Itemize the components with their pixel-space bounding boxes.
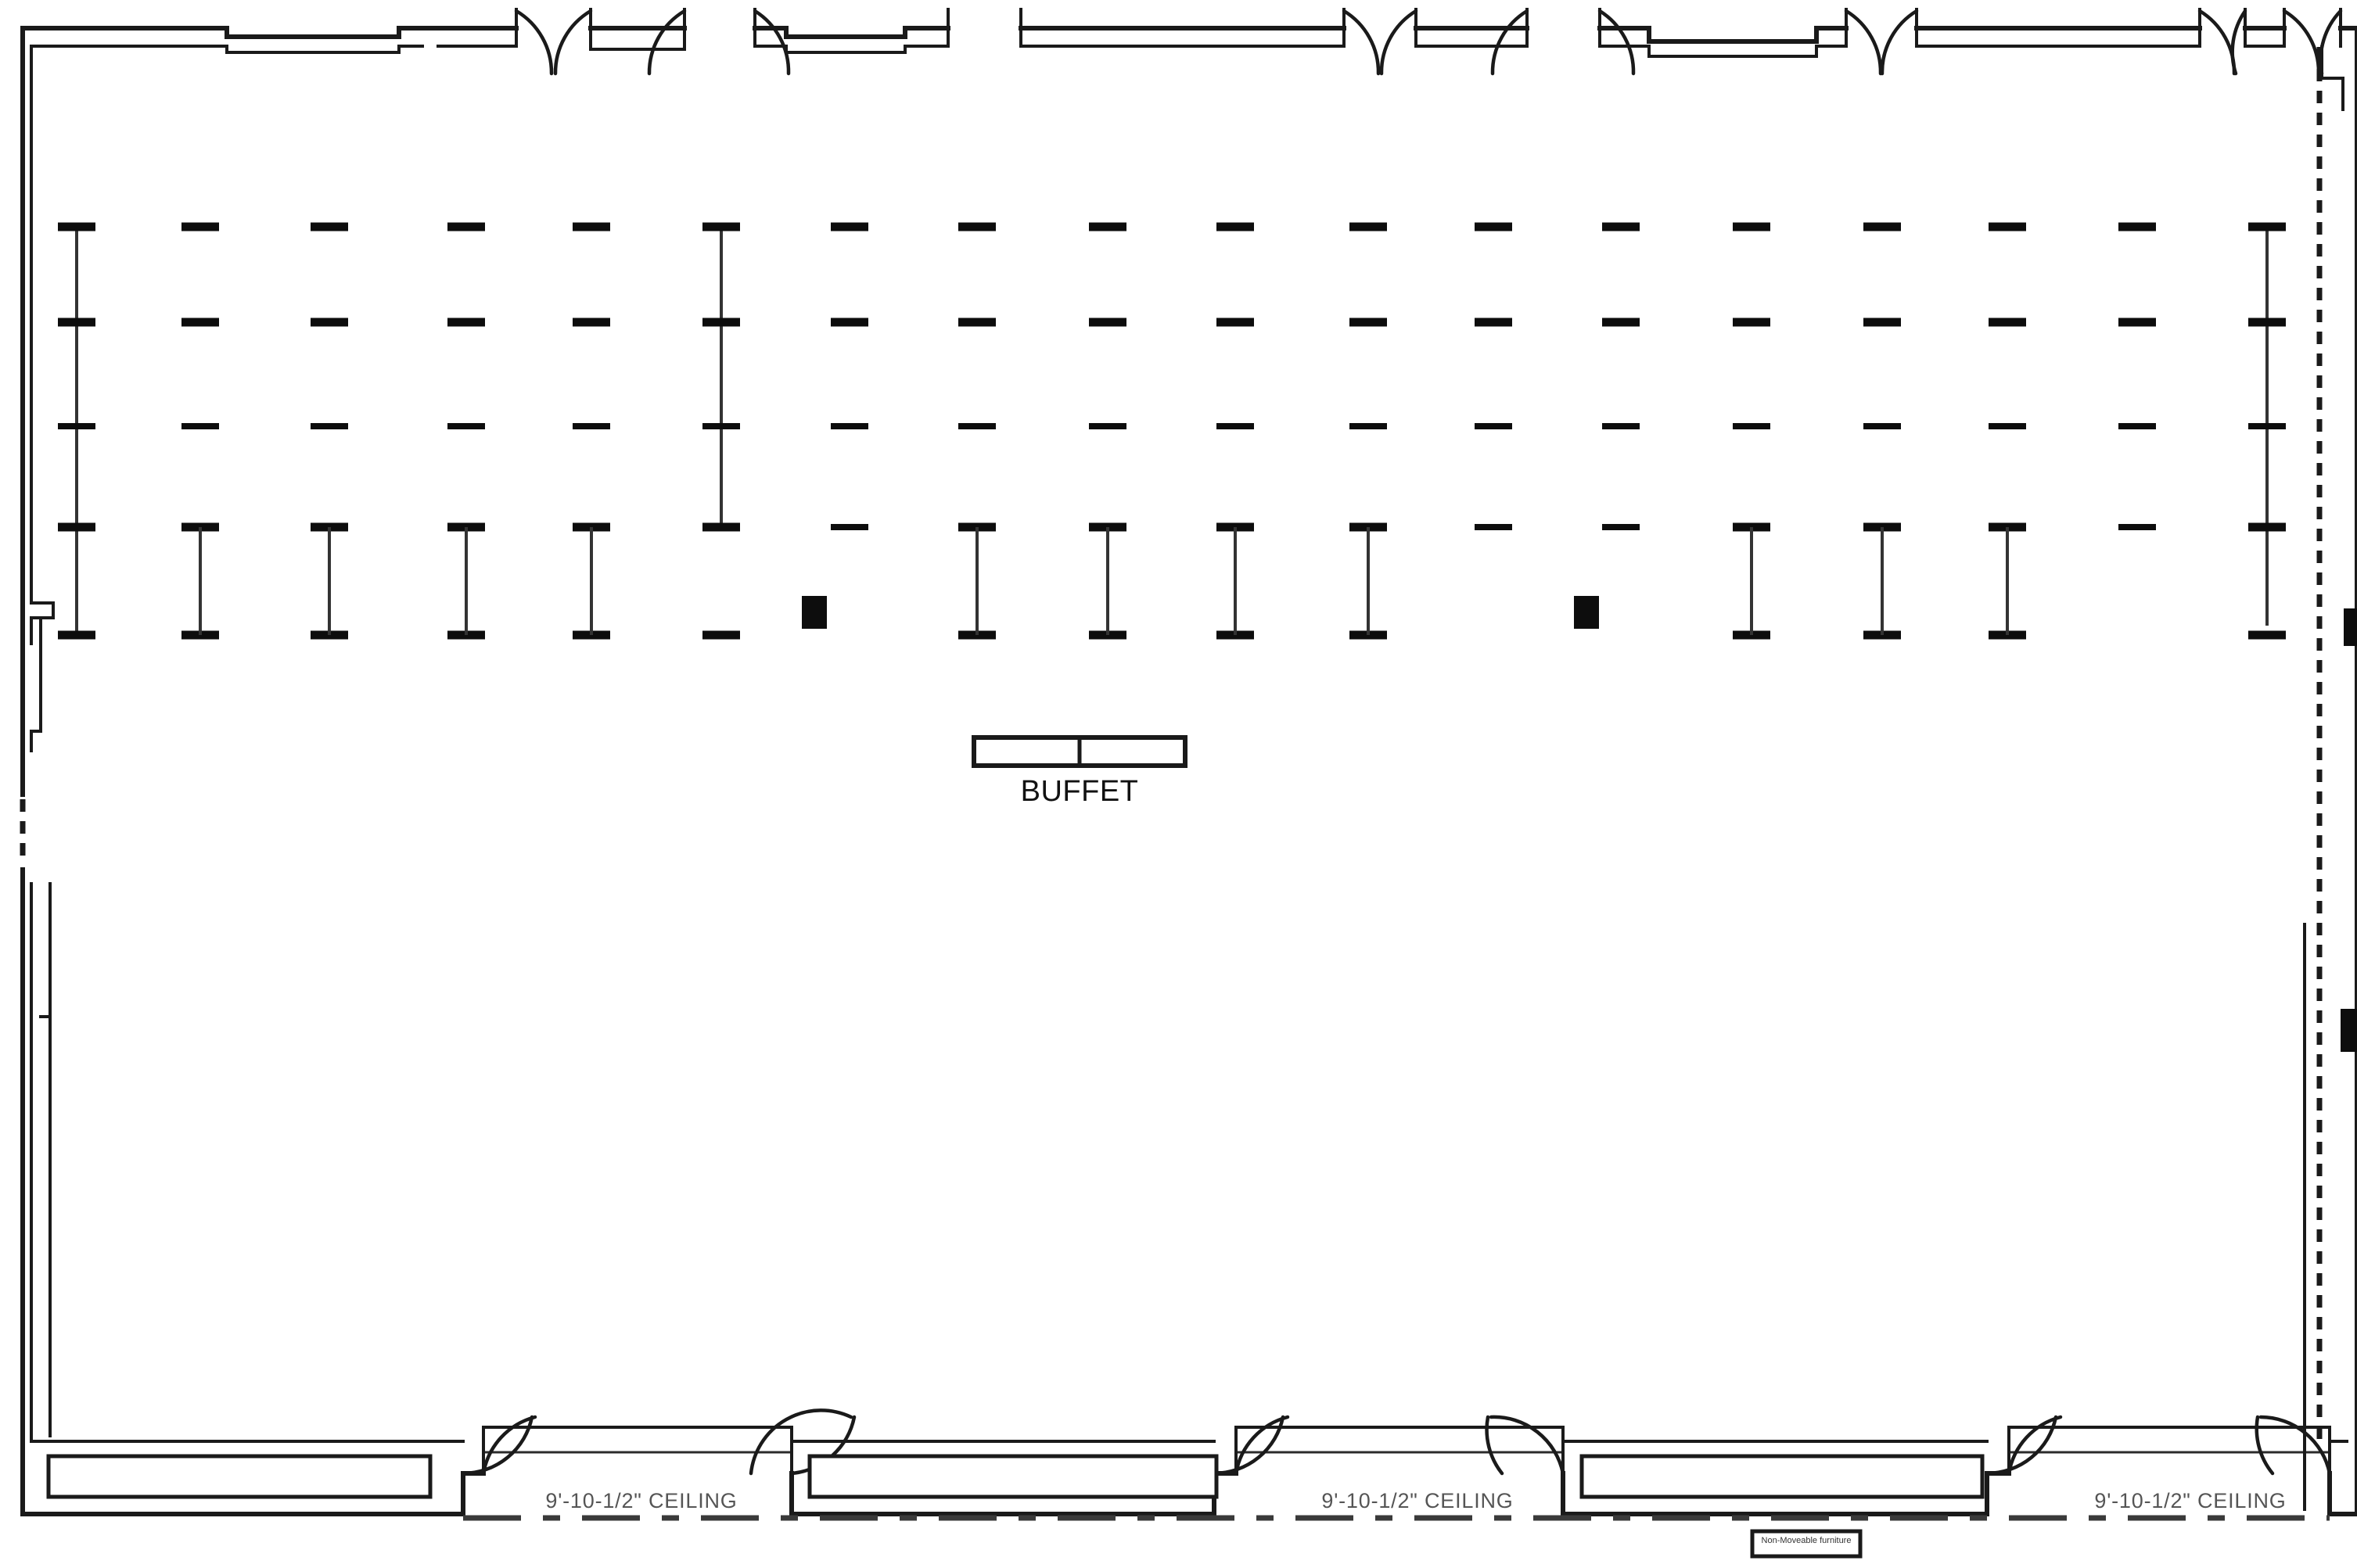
door-arc-bot-9 [1985,1415,2058,1476]
wall-right-inner [2320,45,2344,111]
door-arc-top-10 [1880,9,1919,76]
door-arc-top-4 [753,9,791,76]
buffet-group: BUFFET [972,735,1187,808]
bottom-counter [46,1454,433,1499]
door-arc-bot-6 [1234,1415,1290,1476]
wall-left-inner-notch [39,882,52,1437]
door-arc-top-5 [1342,9,1381,76]
door-arc-top-6 [1379,9,1418,76]
bottom-counters-group [46,1454,1985,1499]
wall-top-inner [30,45,2286,58]
door-arc-top-13 [2282,9,2321,76]
buffet-label: BUFFET [1021,775,1139,808]
ceiling-note: 9'-10-1/2" CEILING [2094,1489,2286,1512]
furniture-tag-text: Non-Moveable furniture [1762,1536,1852,1545]
door-arc-bot-7 [1489,1415,1565,1476]
door-arc-bot-12 [2255,1415,2275,1476]
door-arc-bot-4 [749,1408,853,1476]
door-arc-top-3 [647,9,687,76]
door-arc-top-11 [2197,9,2237,76]
door-arc-top-1 [514,9,554,76]
ceiling-note: 9'-10-1/2" CEILING [1321,1489,1513,1512]
door-arc-bot-5 [1212,1415,1285,1476]
ceiling-notes-group: 9'-10-1/2" CEILING 9'-10-1/2" CEILING 9'… [545,1489,2286,1512]
bottom-counter [1579,1454,1985,1499]
wall-top-outer [20,26,2357,44]
column-solid [1574,596,1599,629]
furniture-tag-group: Non-Moveable furniture [1750,1529,1863,1559]
wall-outline-group [20,8,2357,1516]
ceiling-note: 9'-10-1/2" CEILING [545,1489,737,1512]
top-door-swings [514,9,2343,76]
door-arc-top-14 [2319,9,2343,76]
door-arc-bot-2 [481,1415,537,1476]
door-arc-top-12 [2230,9,2247,76]
right-wall-column-upper [2344,608,2357,646]
wall-left-inner-mid [30,616,42,752]
bottom-counter [807,1454,1219,1499]
furniture-tag-box [1750,1529,1863,1559]
door-arc-bot-8 [1485,1415,1504,1476]
door-arc-top-8 [1597,9,1636,76]
door-arc-top-7 [1490,9,1529,76]
door-arc-bot-1 [461,1415,534,1476]
door-arc-bot-10 [2007,1415,2063,1476]
wall-bottom-pockets [482,1426,2331,1475]
right-wall-column [2341,1009,2357,1052]
bottom-door-swings [461,1408,2332,1476]
door-arc-top-9 [1844,9,1883,76]
door-arc-bot-11 [2258,1415,2332,1476]
table-legs-row45 [199,527,2009,635]
door-arc-top-2 [553,9,593,76]
wall-top-jambs [515,8,2342,51]
wall-left-inner [30,45,55,645]
column-solid [802,596,827,629]
banquet-seating-grid [58,222,2286,640]
